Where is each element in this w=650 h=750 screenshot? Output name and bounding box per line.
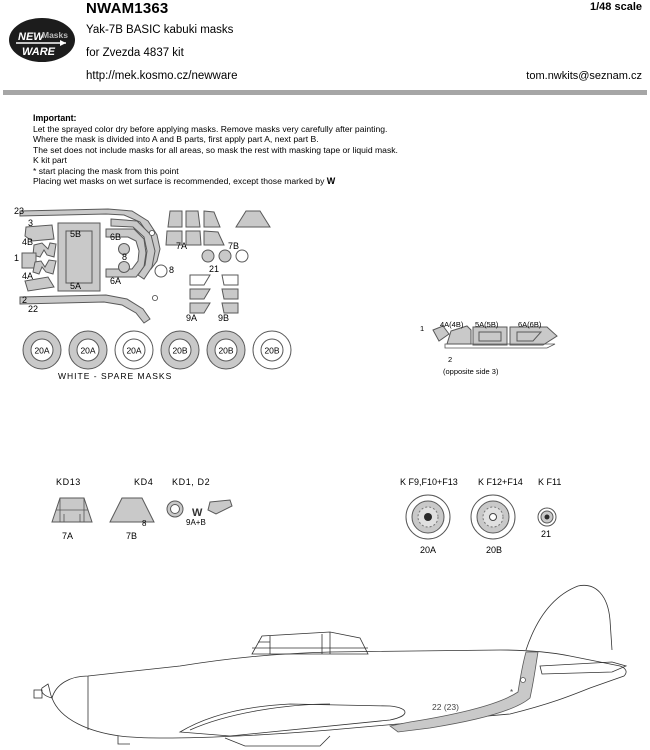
svg-text:20A: 20A (34, 346, 49, 356)
part-label-kd4: KD4 (134, 477, 154, 487)
aircraft-label-22: 22 (23) (432, 702, 459, 712)
mask-label-8-b: 8 (169, 265, 175, 275)
mask-label-7b: 7B (228, 241, 240, 251)
lower-parts-graphic: W (51, 497, 233, 523)
mask-label-22: 22 (28, 304, 39, 314)
part-label-7b: 7B (126, 531, 138, 541)
part-label-kd13: KD13 (56, 477, 81, 487)
product-code: NWAM1363 (86, 0, 169, 17)
mask-label-5b: 5B (70, 229, 82, 239)
part-label-7a: 7A (62, 531, 74, 541)
mask-sheet-graphic (19, 208, 271, 324)
contact-email[interactable]: tom.nwkits@seznam.cz (526, 70, 642, 82)
mask-label-3: 3 (28, 218, 34, 228)
part-label-9ab: 9A+B (186, 518, 206, 527)
svg-text:20A: 20A (80, 346, 95, 356)
mask-label-6a: 6A (110, 276, 122, 286)
wheel-mask-20a-1: 20A (68, 330, 108, 370)
header-divider (3, 90, 647, 95)
canopy-label-4: 4A(4B) (440, 320, 464, 329)
important-line-6: Placing wet masks on wet surface is reco… (33, 176, 503, 186)
mask-label-5a: 5A (70, 281, 82, 291)
svg-text:W: W (192, 507, 203, 519)
mask-label-9b: 9B (218, 313, 230, 323)
mask-label-8-a: 8 (122, 252, 128, 262)
part-label-8: 8 (142, 519, 147, 528)
important-line-6-text: Placing wet masks on wet surface is reco… (33, 176, 325, 187)
mask-label-4b: 4B (22, 237, 34, 247)
canopy-label-5: 5A(5B) (475, 320, 499, 329)
wheel-mask-20b-5: 20B (252, 330, 292, 370)
important-line-5: * start placing the mask from this point (33, 165, 179, 176)
mask-label-4a: 4A (22, 271, 34, 281)
part-label-kd1-d2: KD1, D2 (172, 477, 211, 487)
svg-text:NEW: NEW (18, 31, 45, 43)
canopy-label-2: 2 (448, 355, 453, 364)
important-line-3: The set does not include masks for all a… (33, 144, 398, 155)
mask-label-1: 1 (14, 253, 20, 263)
important-line-2: Where the mask is divided into A and B p… (33, 134, 319, 145)
mask-label-23: 23 (14, 206, 25, 216)
wet-symbol-icon: W (326, 176, 336, 187)
wheel-part-label-20a: 20A (420, 545, 437, 555)
spare-masks-note: WHITE - SPARE MASKS (58, 371, 173, 381)
aircraft-side-view (33, 584, 628, 747)
wheel-parts-graphic (405, 494, 557, 540)
wheel-mask-20a-0: 20A (22, 330, 62, 370)
svg-text:20B: 20B (218, 346, 233, 356)
product-title: Yak-7B BASIC kabuki masks (86, 24, 234, 36)
canopy-diagram-graphic (432, 325, 558, 349)
part-label-kf11: K F11 (538, 477, 562, 487)
mask-label-21: 21 (209, 264, 220, 274)
important-notes: Important: Let the sprayed color dry bef… (33, 113, 503, 186)
wheel-part-label-21: 21 (541, 529, 552, 539)
wheel-part-label-20b: 20B (486, 545, 503, 555)
part-label-kf9: K F9,F10+F13 (400, 477, 458, 487)
wheel-mask-20b-3: 20B (160, 330, 200, 370)
mask-label-9a: 9A (186, 313, 198, 323)
website-url[interactable]: http://mek.kosmo.cz/newware (86, 70, 238, 82)
wheel-mask-20b-4: 20B (206, 330, 246, 370)
mask-label-2: 2 (22, 295, 28, 305)
part-label-kf12: K F12+F14 (478, 477, 523, 487)
important-line-1: Let the sprayed color dry before applyin… (33, 124, 388, 134)
canopy-label-6: 6A(6B) (518, 320, 542, 329)
mask-label-7a: 7A (176, 241, 188, 251)
product-subtitle: for Zvezda 4837 kit (86, 47, 184, 59)
svg-text:20B: 20B (172, 346, 187, 356)
canopy-opposite-note: (opposite side 3) (443, 367, 499, 376)
wheel-mask-20a-2: 20A (114, 330, 154, 370)
svg-text:Masks: Masks (42, 30, 68, 40)
important-line-4: K kit part (33, 155, 67, 166)
mask-label-6b: 6B (110, 232, 122, 242)
aircraft-star-marker: * (510, 688, 514, 697)
svg-text:20A: 20A (126, 346, 141, 356)
svg-text:20B: 20B (264, 346, 279, 356)
canopy-label-1: 1 (420, 324, 425, 333)
important-heading: Important: (33, 113, 77, 123)
newware-logo: NEW Masks WARE (8, 16, 76, 64)
svg-text:WARE: WARE (22, 46, 56, 58)
scale-label: 1/48 scale (590, 1, 642, 13)
